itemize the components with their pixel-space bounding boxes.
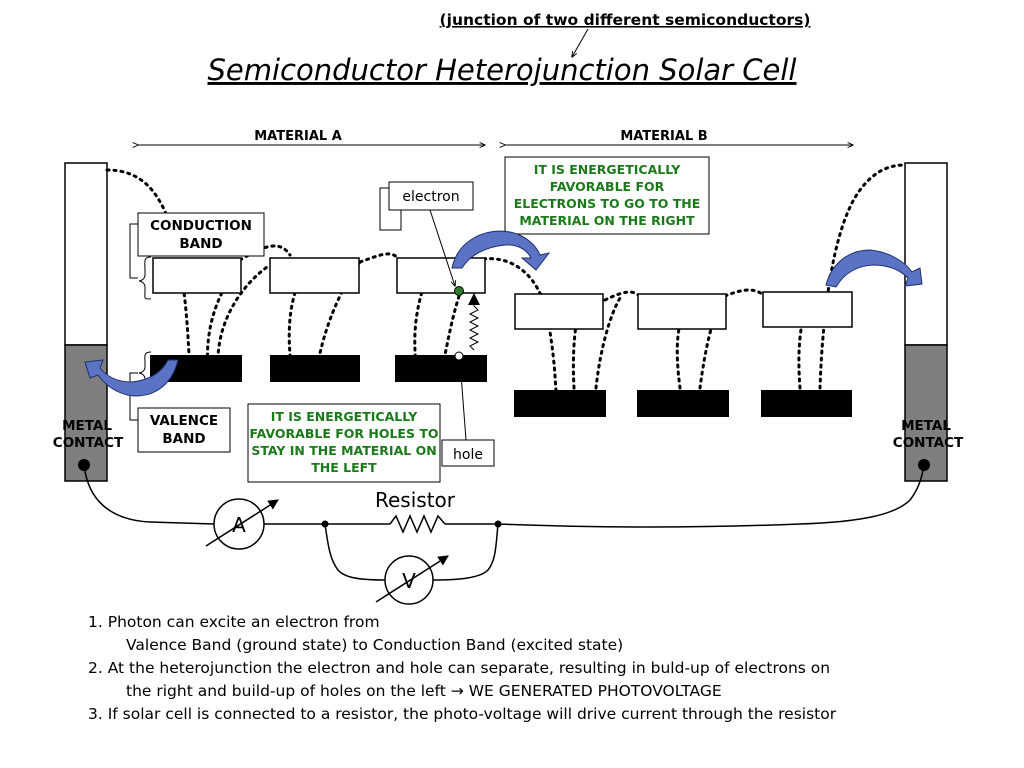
electron-callout-line-3: ELECTRONS TO GO TO THE xyxy=(514,196,701,211)
electron-pointer xyxy=(429,209,455,286)
curved-arrow-to-right-contact xyxy=(825,249,923,288)
hole-label: hole xyxy=(453,447,483,463)
note-1-line-1: 1. Photon can excite an electron from xyxy=(88,613,380,631)
metal-contact-right-label-1: METAL xyxy=(901,418,951,434)
hole-pointer xyxy=(459,360,467,441)
valence-band-b1 xyxy=(514,390,606,417)
material-b-label: MATERIAL B xyxy=(620,129,707,144)
hole-callout-line-1: IT IS ENERGETICALLY xyxy=(271,409,419,424)
metal-contact-right-label-2: CONTACT xyxy=(893,435,964,451)
electron-label-box xyxy=(388,181,474,211)
conduction-band-label-box xyxy=(137,212,265,257)
photon-excitation-squiggle xyxy=(468,302,480,351)
right-arrow-icon: → xyxy=(450,682,464,700)
photon-arrowhead xyxy=(468,293,480,305)
conduction-band-label-2: BAND xyxy=(179,236,222,252)
valence-band-a2 xyxy=(270,355,360,382)
conduction-band-brace xyxy=(138,256,152,300)
note-2-line-2: the right and build-up of holes on the l… xyxy=(88,680,1008,703)
circuit-wires xyxy=(83,464,925,581)
hole-callout-line-2: FAVORABLE FOR HOLES TO xyxy=(250,426,439,441)
electron-callout-line-4: MATERIAL ON THE RIGHT xyxy=(519,213,695,228)
electron-label: electron xyxy=(402,189,459,205)
subtitle-pointer-arrow xyxy=(572,28,589,57)
conduction-band-connector xyxy=(129,223,138,279)
conduction-band-a3 xyxy=(396,257,486,294)
note-2-line-2b: WE GENERATED PHOTOVOLTAGE xyxy=(468,682,722,700)
resistor-symbol xyxy=(389,514,446,534)
valence-band-a3 xyxy=(395,355,487,382)
page-title: Semiconductor Heterojunction Solar Cell xyxy=(208,53,797,87)
curved-arrow-electron-transfer xyxy=(451,230,551,271)
metal-contact-left-label-2: CONTACT xyxy=(53,435,124,451)
conduction-band-a2 xyxy=(269,257,360,294)
conduction-band-b1 xyxy=(514,293,604,330)
valence-band-label-box xyxy=(137,407,231,453)
valence-band-label-2: BAND xyxy=(162,431,205,447)
electron-callout-line-1: IT IS ENERGETICALLY xyxy=(534,162,682,177)
explanation-notes: 1. Photon can excite an electron from Va… xyxy=(88,611,1008,726)
material-a-label: MATERIAL A xyxy=(254,129,342,144)
electron-dot xyxy=(454,286,464,296)
valence-band-b3 xyxy=(761,390,852,417)
conduction-band-b3 xyxy=(762,291,853,328)
curved-arrow-hole-to-left-contact xyxy=(84,359,179,397)
resistor-label: Resistor xyxy=(375,488,456,512)
subtitle: (junction of two different semiconductor… xyxy=(440,11,811,29)
valence-band-label-1: VALENCE xyxy=(150,413,218,429)
note-1-line-2: Valence Band (ground state) to Conductio… xyxy=(126,636,624,654)
valence-band-connector xyxy=(129,372,138,421)
electron-callout-box xyxy=(504,156,710,235)
ammeter xyxy=(213,498,265,550)
ammeter-needle-arrow xyxy=(205,499,279,547)
hole-callout-line-4: THE LEFT xyxy=(311,460,377,475)
junction-dot-right xyxy=(494,520,502,528)
note-3-line-1: 3. If solar cell is connected to a resis… xyxy=(88,705,837,723)
hole-dot xyxy=(454,351,464,361)
hole-label-outline xyxy=(441,439,495,467)
conduction-band-a1 xyxy=(152,257,242,294)
valence-band-b2 xyxy=(637,390,729,417)
metal-contact-right xyxy=(904,162,948,482)
conduction-band-b2 xyxy=(637,293,727,330)
conduction-band-label-1: CONDUCTION xyxy=(150,218,252,234)
hole-callout-line-3: STAY IN THE MATERIAL ON xyxy=(251,443,436,458)
hole-callout-box xyxy=(247,403,441,483)
voltmeter-needle-arrow xyxy=(375,555,449,603)
junction-dot-left xyxy=(321,520,329,528)
voltmeter xyxy=(384,555,434,605)
note-2-line-2a: the right and build-up of holes on the l… xyxy=(126,682,446,700)
metal-contact-left-label-1: METAL xyxy=(62,418,112,434)
electron-callout-line-2: FAVORABLE FOR xyxy=(550,179,665,194)
note-2-line-1: 2. At the heterojunction the electron an… xyxy=(88,659,831,677)
